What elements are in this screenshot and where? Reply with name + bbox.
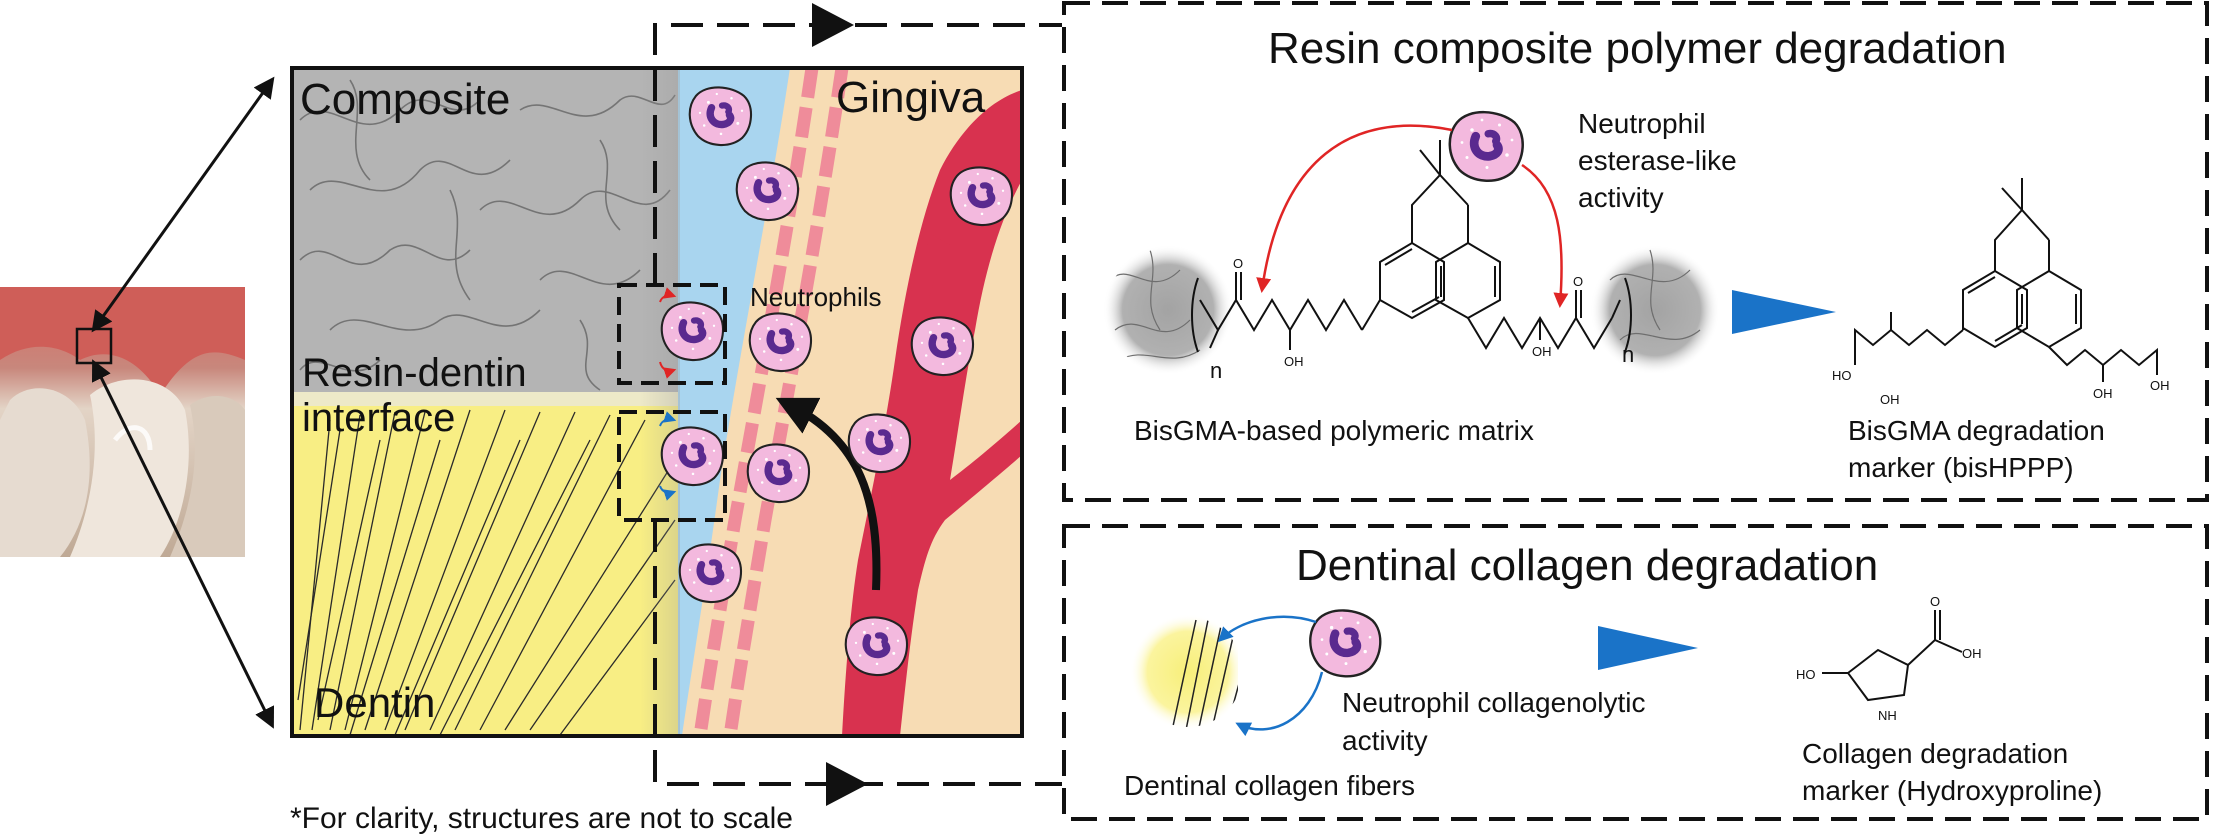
zoom-arrow-bottom: [91, 359, 275, 729]
collagenase-label-2: activity: [1342, 725, 1428, 756]
connector-bottom: [653, 520, 1062, 786]
label-dentin: Dentin: [314, 679, 435, 726]
svg-text:O: O: [1233, 256, 1243, 271]
dentinal-tubules: [297, 409, 676, 736]
resin-panel-title: Resin composite polymer degradation: [1268, 24, 2007, 73]
collagen-marker-label-1: Collagen degradation: [1802, 738, 2068, 769]
svg-text:OH: OH: [2093, 386, 2113, 401]
zoom-arrow-top: [91, 76, 275, 333]
degradation-arrow-resin: [1732, 290, 1836, 334]
collagen-marker-label-2: marker (Hydroxyproline): [1802, 775, 2102, 806]
polymer-matrix-blob-right: [1590, 245, 1720, 375]
collagen-fiber-blob: [1130, 600, 1278, 750]
connector-arrow-top: [812, 3, 854, 47]
label-neutrophils: Neutrophils: [750, 282, 882, 312]
label-interface: interface: [302, 396, 455, 440]
fibers-label: Dentinal collagen fibers: [1124, 770, 1415, 801]
svg-text:OH: OH: [1284, 354, 1304, 369]
hydroxyproline-structure: [1822, 610, 1963, 702]
svg-text:n: n: [1210, 358, 1222, 383]
bishppp-structure: [1854, 178, 2158, 382]
esterase-label-3: activity: [1578, 182, 1664, 213]
collagen-panel-frame: [1062, 524, 2209, 821]
resin-panel-neutrophil: [1450, 112, 1523, 181]
label-gingiva: Gingiva: [836, 73, 986, 122]
svg-text:OH: OH: [2150, 378, 2170, 393]
svg-text:HO: HO: [1796, 667, 1816, 682]
esterase-arrow-left: [1256, 124, 1453, 293]
svg-text:NH: NH: [1878, 708, 1897, 723]
svg-text:HO: HO: [1832, 368, 1852, 383]
dentin-region: [292, 406, 678, 736]
polymer-matrix-blob-left: [1103, 245, 1233, 375]
connector-top: [653, 23, 1062, 285]
degradation-arrow-collagen: [1598, 626, 1698, 670]
connector-arrow-bottom: [826, 762, 868, 806]
svg-text:OH: OH: [1880, 392, 1900, 407]
svg-text:O: O: [1930, 594, 1940, 609]
resin-focus-box: [617, 283, 727, 385]
resin-panel-frame: [1062, 1, 2209, 502]
svg-text:O: O: [1573, 274, 1583, 289]
collagenase-label-1: Neutrophil collagenolytic: [1342, 687, 1646, 718]
svg-text:n: n: [1622, 342, 1634, 367]
esterase-arrow-right: [1521, 163, 1569, 308]
collagenase-arrow-bottom: [1235, 671, 1324, 737]
migration-arrow: [775, 397, 881, 591]
collagen-panel-neutrophil: [1310, 610, 1380, 676]
footnote: *For clarity, structures are not to scal…: [290, 802, 793, 835]
collagen-panel-title: Dentinal collagen degradation: [1296, 541, 1878, 590]
collagenase-arrow-top: [1217, 615, 1317, 643]
label-resin-dentin: Resin-dentin: [302, 351, 527, 395]
esterase-label-1: Neutrophil: [1578, 108, 1706, 139]
esterase-label-2: esterase-like: [1578, 145, 1737, 176]
matrix-label: BisGMA-based polymeric matrix: [1134, 415, 1534, 446]
label-composite: Composite: [300, 75, 510, 124]
interface-band: [292, 392, 678, 406]
blood-vessel: [842, 90, 1022, 736]
bisgma-polymer-structure: [1191, 140, 1632, 353]
svg-text:OH: OH: [1532, 344, 1552, 359]
bisgma-marker-label-2: marker (bisHPPP): [1848, 452, 2074, 483]
bisgma-marker-label-1: BisGMA degradation: [1848, 415, 2105, 446]
svg-text:OH: OH: [1962, 646, 1982, 661]
